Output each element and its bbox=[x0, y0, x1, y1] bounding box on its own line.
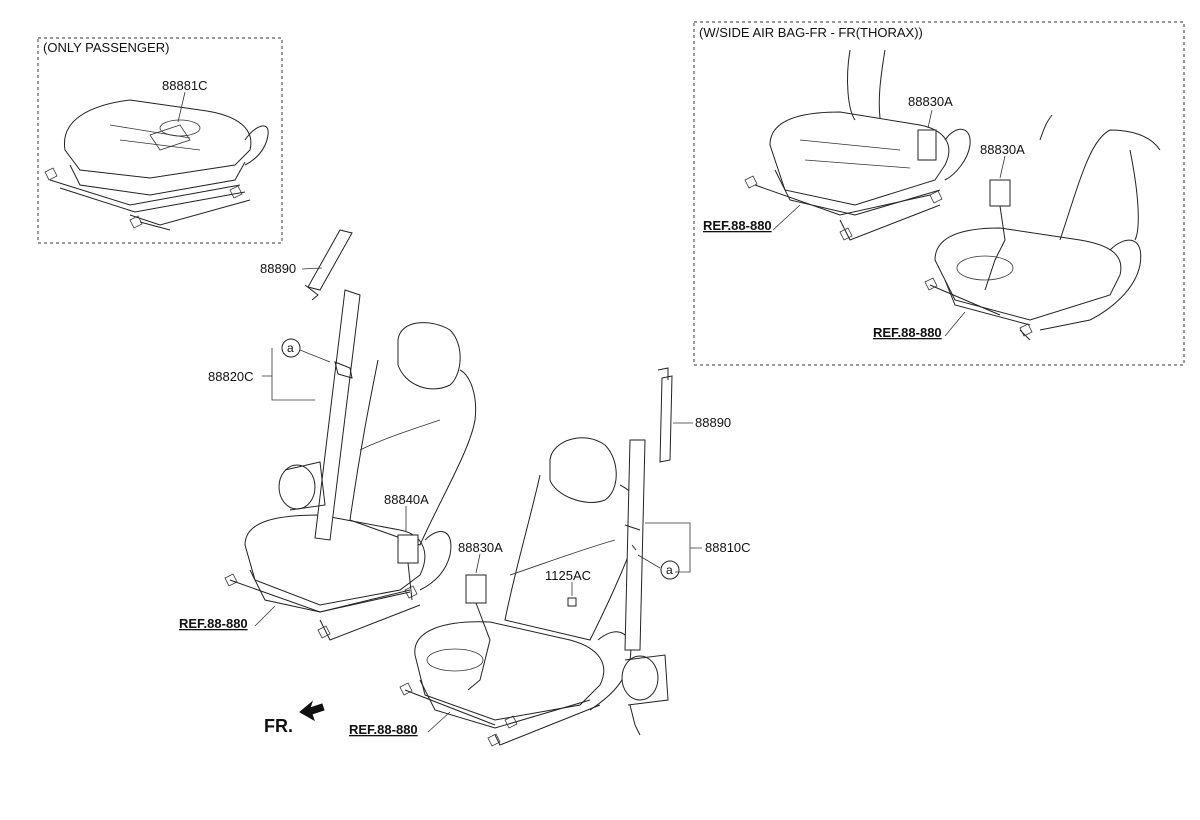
leader-ref-right bbox=[427, 711, 451, 733]
label-88830a-right: 88830A bbox=[458, 540, 503, 555]
buckle-88840a bbox=[397, 534, 419, 564]
leader-88881c bbox=[177, 91, 186, 123]
airbag-seat-1 bbox=[744, 49, 971, 241]
leader-ref-box1 bbox=[772, 204, 801, 231]
front-arrow-icon bbox=[299, 700, 325, 722]
front-indicator: FR. bbox=[264, 716, 293, 736]
ref-box1: REF.88-880 bbox=[703, 218, 772, 233]
circle-a-right bbox=[660, 560, 680, 580]
right-seat-belt bbox=[567, 367, 673, 736]
circle-a-left-text: a bbox=[287, 341, 294, 355]
leader-ref-box2 bbox=[944, 311, 966, 337]
buckle-88830a bbox=[465, 574, 487, 604]
airbag-box bbox=[693, 21, 1185, 366]
left-seat-belt bbox=[278, 229, 361, 541]
leader-88830a-box1 bbox=[927, 109, 933, 129]
leader-ref-left bbox=[254, 605, 276, 627]
leader-88830a-right bbox=[475, 553, 481, 574]
label-88820c: 88820C bbox=[208, 369, 254, 384]
right-seat bbox=[399, 437, 641, 747]
ref-box2: REF.88-880 bbox=[873, 325, 942, 340]
left-seat bbox=[224, 322, 477, 641]
leader-88820c bbox=[262, 348, 331, 401]
leader-88810c bbox=[637, 522, 702, 573]
label-88840a: 88840A bbox=[384, 492, 429, 507]
circle-a-right-text: a bbox=[666, 563, 673, 577]
label-88810c: 88810C bbox=[705, 540, 751, 555]
label-88881c: 88881C bbox=[162, 78, 208, 93]
label-88890-right: 88890 bbox=[695, 415, 731, 430]
label-88830a-box2: 88830A bbox=[980, 142, 1025, 157]
label-1125ac: 1125AC bbox=[545, 568, 591, 583]
passenger-box-title: (ONLY PASSENGER) bbox=[43, 40, 169, 55]
ref-right: REF.88-880 bbox=[349, 722, 418, 737]
bolt-1125ac bbox=[567, 597, 577, 607]
airbag-seat-2 bbox=[924, 114, 1161, 341]
passenger-box bbox=[37, 37, 283, 244]
ref-left: REF.88-880 bbox=[179, 616, 248, 631]
leader-88890-left bbox=[301, 267, 323, 270]
label-88830a-box1: 88830A bbox=[908, 94, 953, 109]
label-88890-left: 88890 bbox=[260, 261, 296, 276]
airbag-box-title: (W/SIDE AIR BAG-FR - FR(THORAX)) bbox=[699, 25, 923, 40]
leader-88830a-box2 bbox=[999, 155, 1006, 179]
circle-a-left bbox=[281, 338, 301, 358]
passenger-seat-cushion bbox=[44, 99, 269, 231]
